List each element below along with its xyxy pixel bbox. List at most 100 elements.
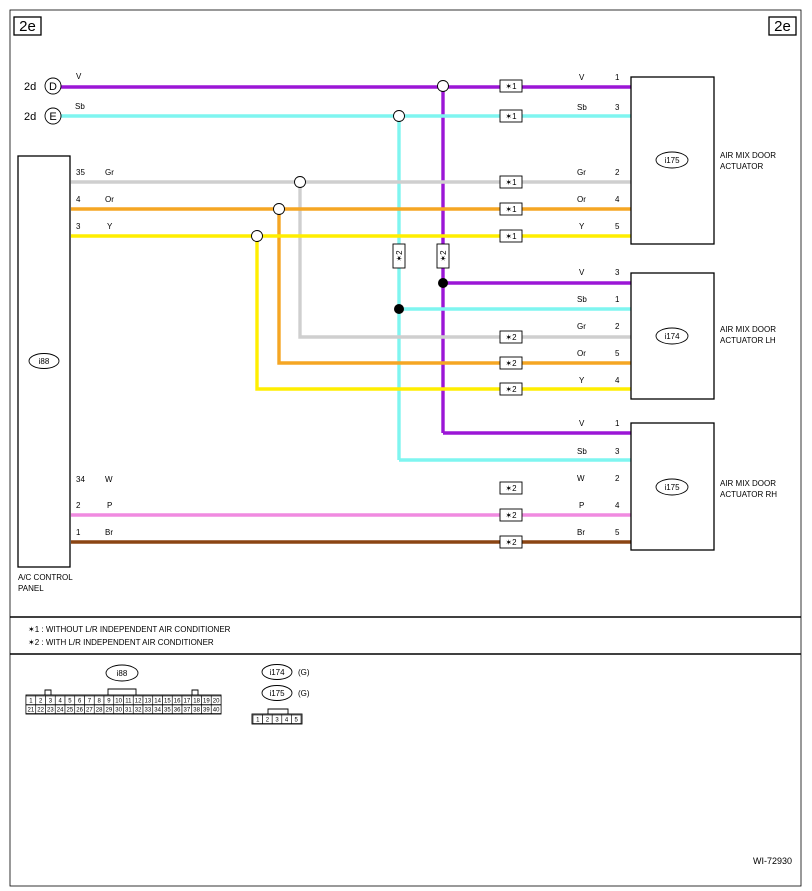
connector-pin-number: 34 bbox=[154, 708, 161, 714]
option-mark-box bbox=[499, 330, 523, 344]
option-mark-1: ✶1 bbox=[505, 232, 517, 241]
connector-pin-number: 1 bbox=[256, 718, 260, 724]
ac-control-panel-id-oval bbox=[28, 353, 60, 369]
option-mark-box bbox=[499, 382, 523, 396]
connector-pin-number: 3 bbox=[49, 699, 53, 705]
actuator-lh-id: i174 bbox=[664, 332, 680, 341]
page-tag-left bbox=[13, 16, 42, 36]
note-1-text: : WITHOUT L/R INDEPENDENT AIR CONDITIONE… bbox=[39, 625, 231, 634]
input-d-circle bbox=[44, 77, 62, 95]
option-mark-box bbox=[499, 79, 523, 93]
comp-pin: 1 bbox=[615, 73, 620, 82]
air-mix-door-actuator-lh: i174 AIR MIX DOOR ACTUATOR LH V 3 Sb 1 G… bbox=[577, 268, 776, 400]
connector-pin-number: 5 bbox=[295, 718, 299, 724]
note-2-mark: ✶2 bbox=[28, 638, 40, 647]
connector-i174-id: i174 bbox=[269, 668, 285, 677]
comp-wire: W bbox=[577, 474, 585, 483]
actuator-id-oval bbox=[655, 151, 689, 169]
connector-pin-number: 13 bbox=[145, 699, 152, 705]
option-mark-box bbox=[499, 175, 523, 189]
comp-pin: 3 bbox=[615, 447, 620, 456]
connector-i88-id: i88 bbox=[117, 669, 128, 678]
option-mark-box-vertical bbox=[436, 243, 450, 269]
connector-i174-latch bbox=[267, 708, 289, 714]
air-mix-door-actuator: i175 AIR MIX DOOR ACTUATOR V 1 Sb 3 Gr 2… bbox=[577, 73, 776, 245]
connector-pin-number: 2 bbox=[266, 718, 270, 724]
connector-pin-number: 25 bbox=[67, 708, 74, 714]
connector-pin-number: 28 bbox=[96, 708, 103, 714]
connector-pin-number: 11 bbox=[125, 699, 132, 705]
connector-i88-latch bbox=[191, 689, 199, 695]
splice-or-open bbox=[273, 203, 285, 215]
comp-pin: 4 bbox=[615, 376, 620, 385]
comp-wire: V bbox=[579, 73, 585, 82]
ctrl-pin: 34 bbox=[76, 475, 85, 484]
input-d-letter: D bbox=[49, 81, 57, 93]
splice-v-closed bbox=[438, 278, 448, 288]
input-d-wire: V bbox=[76, 72, 82, 81]
air-mix-door-actuator-rh: i175 AIR MIX DOOR ACTUATOR RH V 1 Sb 3 W… bbox=[577, 419, 777, 551]
input-e-circle bbox=[44, 107, 62, 125]
ac-control-panel: i88 A/C CONTROL PANEL 35 Gr 4 Or 3 Y 34 … bbox=[17, 155, 114, 593]
connector-pin-number: 20 bbox=[213, 699, 220, 705]
ctrl-wire: Y bbox=[107, 222, 113, 231]
actuator-name-1: AIR MIX DOOR bbox=[720, 151, 776, 160]
connector-pin-number: 6 bbox=[78, 699, 82, 705]
connector-i175-color: (G) bbox=[298, 689, 310, 698]
comp-wire: Sb bbox=[577, 447, 587, 456]
option-mark-1: ✶1 bbox=[505, 178, 517, 187]
comp-wire: Or bbox=[577, 349, 586, 358]
actuator-rh-id: i175 bbox=[664, 483, 680, 492]
actuator-lh-name-2: ACTUATOR LH bbox=[720, 336, 776, 345]
ctrl-pin: 4 bbox=[76, 195, 81, 204]
connector-i175-id: i175 bbox=[269, 689, 285, 698]
splice-sb-open bbox=[393, 110, 405, 122]
ctrl-wire: Gr bbox=[105, 168, 114, 177]
option-mark-box bbox=[499, 508, 523, 522]
connector-pin-number: 16 bbox=[174, 699, 181, 705]
input-e-wire: Sb bbox=[75, 102, 85, 111]
option-mark-2: ✶2 bbox=[395, 250, 404, 262]
ac-control-panel-name-2: PANEL bbox=[18, 584, 44, 593]
option-mark-1: ✶1 bbox=[505, 112, 517, 121]
option-mark-2: ✶2 bbox=[505, 538, 517, 547]
comp-pin: 4 bbox=[615, 501, 620, 510]
option-mark-2: ✶2 bbox=[505, 385, 517, 394]
comp-wire: P bbox=[579, 501, 584, 510]
diagram-frame bbox=[9, 9, 802, 887]
splice-y-open bbox=[251, 230, 263, 242]
option-mark-box bbox=[499, 535, 523, 549]
ctrl-pin: 2 bbox=[76, 501, 81, 510]
connector-pin-number: 36 bbox=[174, 708, 181, 714]
comp-pin: 4 bbox=[615, 195, 620, 204]
option-mark-box bbox=[499, 481, 523, 495]
wire-or-branch bbox=[277, 209, 631, 365]
input-d-page: 2d bbox=[24, 81, 36, 93]
connector-pin-number: 31 bbox=[125, 708, 132, 714]
wire-gr-branch bbox=[298, 182, 631, 339]
page-tag-right bbox=[768, 16, 797, 36]
note-1: ✶1 : WITHOUT L/R INDEPENDENT AIR CONDITI… bbox=[28, 625, 231, 634]
wires bbox=[61, 85, 631, 544]
comp-wire: V bbox=[579, 419, 585, 428]
connector-i175-id-oval bbox=[261, 685, 293, 701]
actuator-id: i175 bbox=[664, 156, 680, 165]
comp-pin: 2 bbox=[615, 474, 620, 483]
comp-pin: 1 bbox=[615, 419, 620, 428]
connector-pin-number: 32 bbox=[135, 708, 142, 714]
page-tag-left-label: 2e bbox=[19, 18, 36, 35]
input-connectors: 2d D V 2d E Sb bbox=[24, 72, 85, 125]
connector-pin-number: 18 bbox=[193, 699, 200, 705]
note-1-mark: ✶1 bbox=[28, 625, 40, 634]
option-mark-box-vertical bbox=[392, 243, 406, 269]
connector-pin-number: 14 bbox=[154, 699, 161, 705]
ctrl-pin: 3 bbox=[76, 222, 81, 231]
connector-pin-number: 1 bbox=[29, 699, 33, 705]
connector-pin-number: 3 bbox=[275, 718, 279, 724]
ctrl-wire: Or bbox=[105, 195, 114, 204]
comp-wire: Sb bbox=[577, 295, 587, 304]
comp-wire: Sb bbox=[577, 103, 587, 112]
